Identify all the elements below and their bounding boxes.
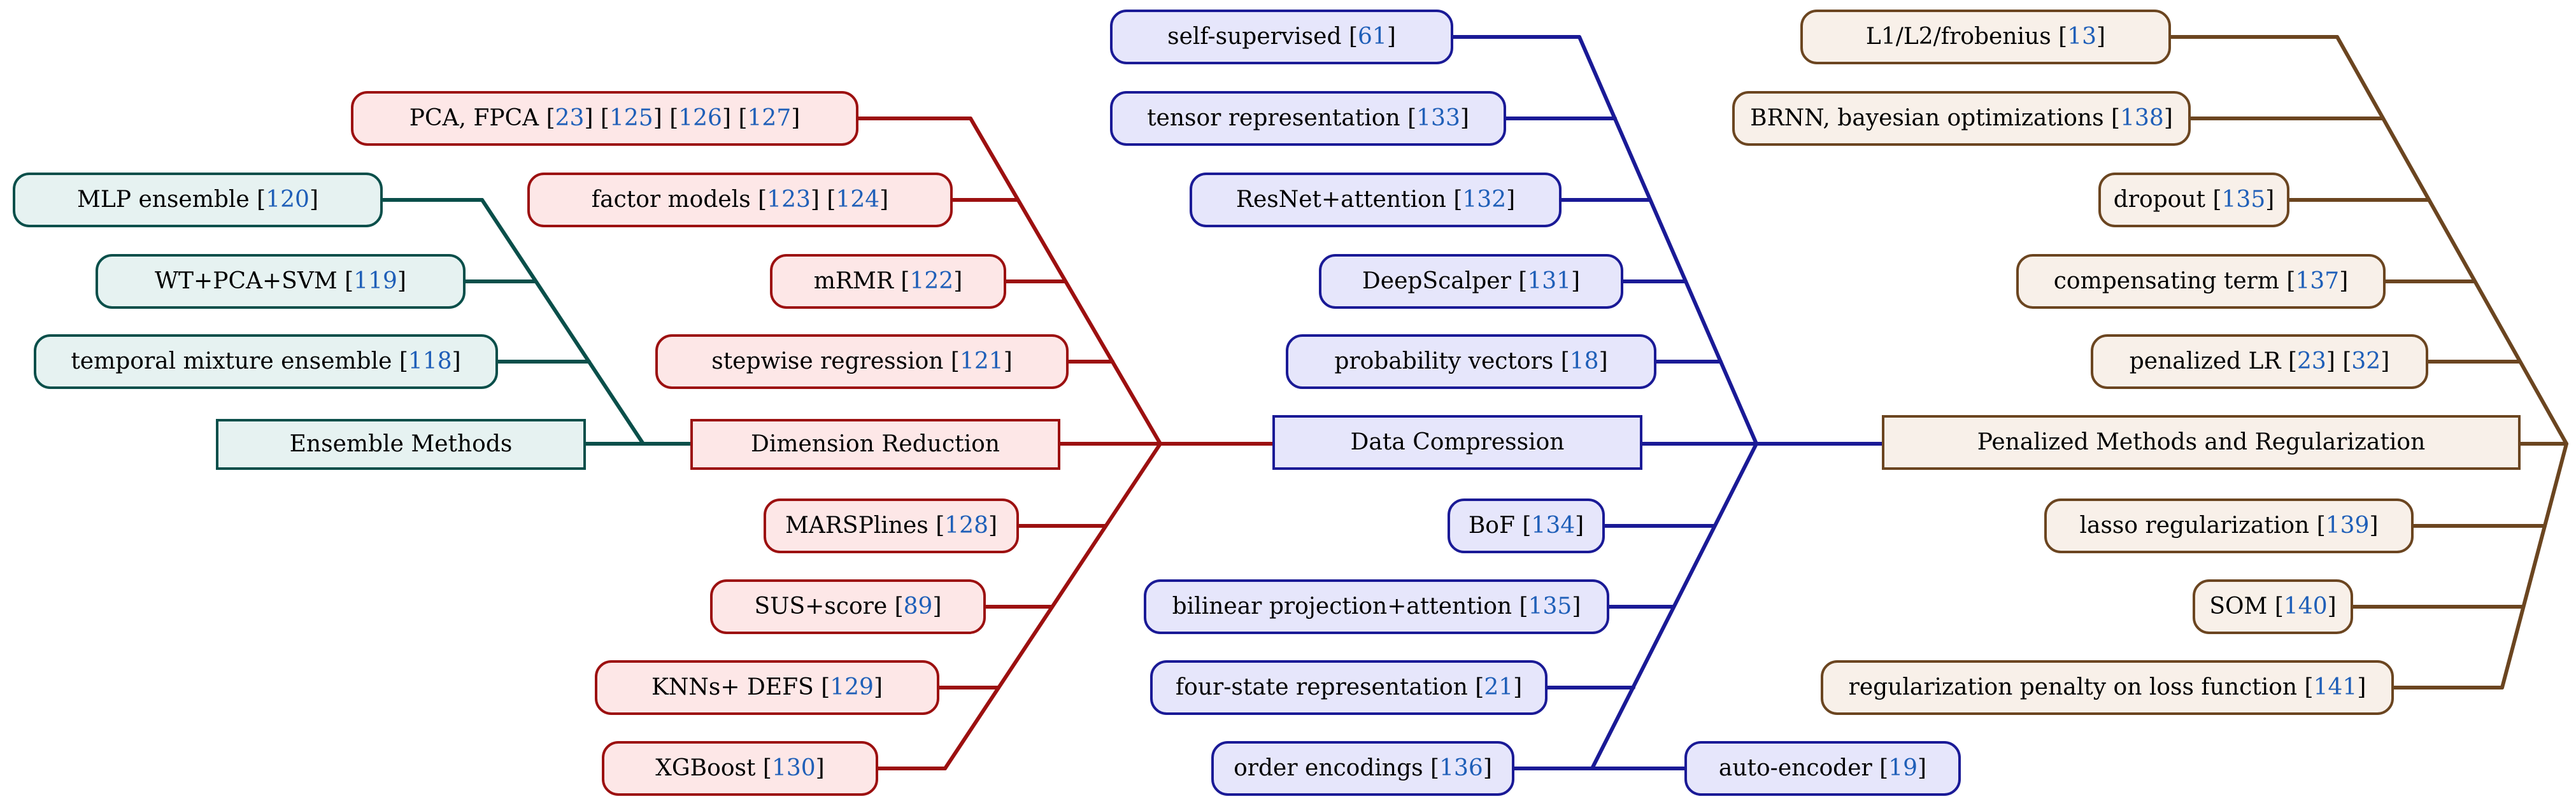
leaf-self-supervised: self-supervised [61] xyxy=(1110,10,1453,64)
leaf-order-encodings: order encodings [136] xyxy=(1211,741,1514,796)
leaf-factor-models: factor models [123] [124] xyxy=(527,173,953,227)
leaf-xgboost: XGBoost [130] xyxy=(602,741,878,796)
category-label: Data Compression xyxy=(1350,429,1565,455)
category-label: Penalized Methods and Regularization xyxy=(1977,429,2426,455)
category-label: Dimension Reduction xyxy=(751,431,1000,457)
leaf-tensor-representation: tensor representation [133] xyxy=(1110,91,1506,146)
leaf-l1-l2-frobenius: L1/L2/frobenius [13] xyxy=(1800,10,2171,64)
leaf-brnn-bayesian: BRNN, bayesian optimizations [138] xyxy=(1732,91,2191,146)
leaf-mlp-ensemble: MLP ensemble [120] xyxy=(13,173,383,227)
branch-ensemble xyxy=(480,198,645,446)
branch-regularization-upper xyxy=(2335,35,2568,446)
category-ensemble-methods: Ensemble Methods xyxy=(216,419,586,470)
leaf-som: SOM [140] xyxy=(2193,579,2353,634)
leaf-regularization-penalty-loss: regularization penalty on loss function … xyxy=(1821,660,2394,715)
category-label: Ensemble Methods xyxy=(289,431,513,457)
category-data-compression: Data Compression xyxy=(1272,415,1642,470)
leaf-four-state-representation: four-state representation [21] xyxy=(1150,660,1548,715)
leaf-bilinear-projection-attention: bilinear projection+attention [135] xyxy=(1144,579,1609,634)
leaf-probability-vectors: probability vectors [18] xyxy=(1286,334,1656,389)
leaf-dropout: dropout [135] xyxy=(2098,173,2289,227)
leaf-resnet-attention: ResNet+attention [132] xyxy=(1190,173,1562,227)
leaf-bof: BoF [134] xyxy=(1448,498,1605,553)
leaf-wt-pca-svm: WT+PCA+SVM [119] xyxy=(96,254,466,309)
leaf-temporal-mixture-ensemble: temporal mixture ensemble [118] xyxy=(34,334,498,389)
category-dimension-reduction: Dimension Reduction xyxy=(690,419,1060,470)
leaf-knns-defs: KNNs+ DEFS [129] xyxy=(595,660,939,715)
branch-regularization-lower xyxy=(2500,442,2568,689)
leaf-sus-score: SUS+score [89] xyxy=(710,579,986,634)
leaf-auto-encoder: auto-encoder [19] xyxy=(1684,741,1961,796)
branch-compression-upper xyxy=(1577,35,1758,446)
leaf-stepwise-regression: stepwise regression [121] xyxy=(655,334,1069,389)
leaf-mrmr: mRMR [122] xyxy=(770,254,1006,309)
leaf-lasso-regularization: lasso regularization [139] xyxy=(2044,498,2414,553)
leaf-marsplines: MARSPlines [128] xyxy=(764,498,1019,553)
leaf-compensating-term: compensating term [137] xyxy=(2016,254,2386,309)
leaf-penalized-lr: penalized LR [23] [32] xyxy=(2091,334,2428,389)
leaf-pca-fpca: PCA, FPCA [23] [125] [126] [127] xyxy=(351,91,858,146)
leaf-deepscalper: DeepScalper [131] xyxy=(1319,254,1623,309)
category-penalized-methods-regularization: Penalized Methods and Regularization xyxy=(1882,415,2521,470)
